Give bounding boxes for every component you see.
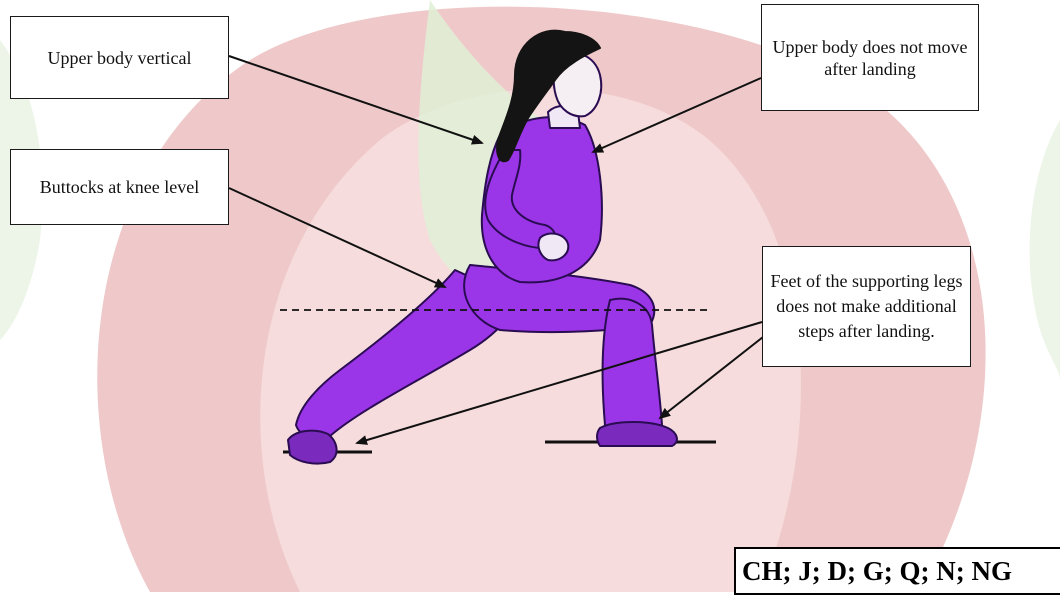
label-upper-body-no-move: Upper body does not move after landing <box>761 4 979 111</box>
letters-code-box: CH; J; D; G; Q; N; NG <box>734 547 1060 595</box>
label-buttocks-knee-level-text: Buttocks at knee level <box>40 176 199 198</box>
label-upper-body-no-move-text: Upper body does not move after landing <box>770 36 970 80</box>
label-upper-body-vertical-text: Upper body vertical <box>48 47 192 69</box>
letters-code-text: CH; J; D; G; Q; N; NG <box>742 556 1012 587</box>
label-feet-supporting-legs: Feet of the supporting legs does not mak… <box>762 246 971 367</box>
label-upper-body-vertical: Upper body vertical <box>10 16 229 99</box>
label-feet-supporting-legs-text: Feet of the supporting legs does not mak… <box>769 269 964 344</box>
label-buttocks-knee-level: Buttocks at knee level <box>10 149 229 225</box>
